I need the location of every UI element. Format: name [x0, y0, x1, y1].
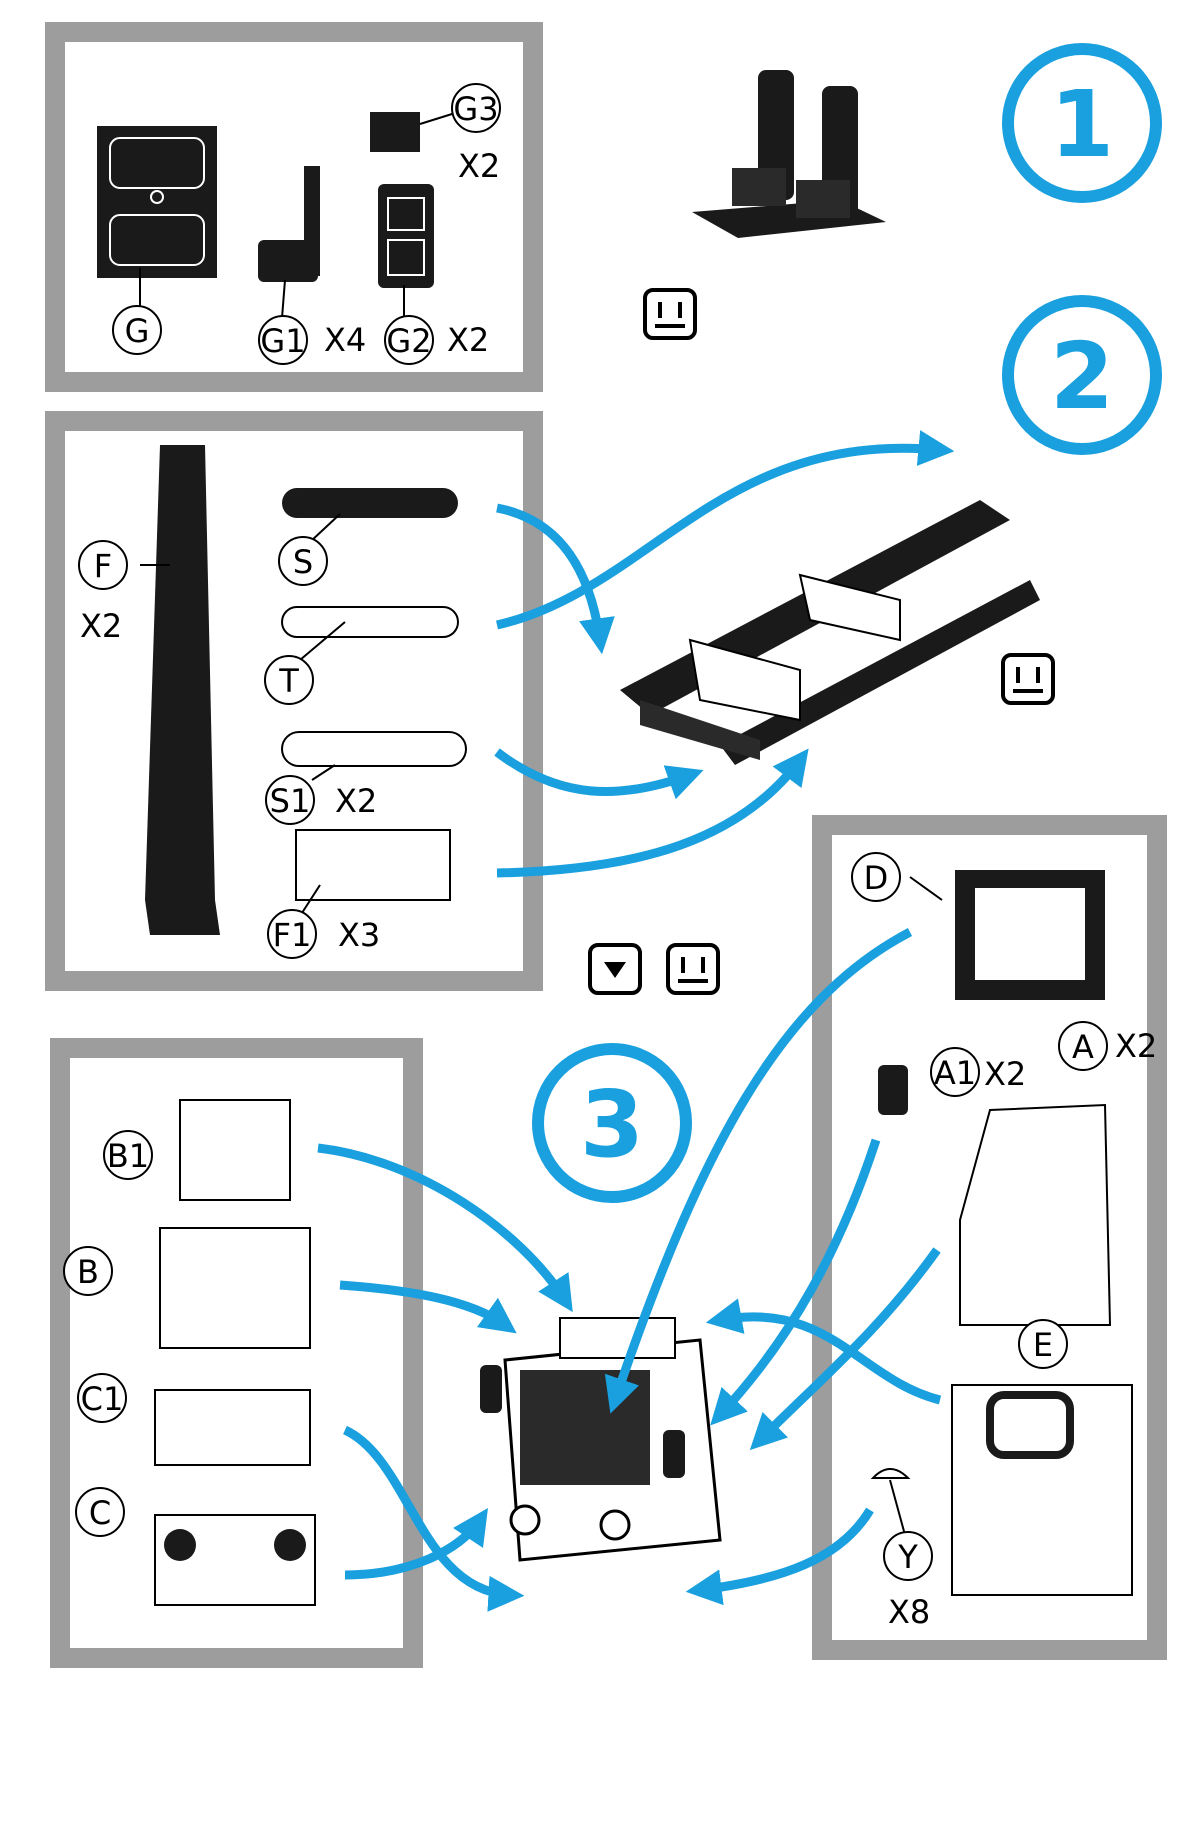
part-c — [155, 1515, 315, 1605]
label-t: T — [278, 662, 299, 700]
label-g2: G2 — [386, 322, 431, 360]
assembled-seats — [692, 70, 886, 238]
part-g3 — [370, 112, 420, 152]
label-d: D — [864, 859, 889, 897]
qty-f: X2 — [80, 607, 122, 645]
qty-a: X2 — [1115, 1027, 1157, 1065]
press-fit-icon — [645, 290, 695, 338]
label-b1: B1 — [107, 1137, 149, 1175]
qty-s1: X2 — [335, 782, 377, 820]
label-s1: S1 — [270, 782, 311, 820]
arrow-b1 — [318, 1148, 565, 1300]
part-s1 — [282, 732, 466, 766]
label-g1: G1 — [260, 322, 305, 360]
label-g: G — [125, 312, 150, 350]
glue-icon — [590, 945, 640, 993]
label-a1: A1 — [934, 1054, 976, 1092]
part-d — [955, 870, 1105, 1000]
arrow-y — [700, 1510, 870, 1590]
label-f: F — [94, 547, 112, 585]
qty-y: X8 — [888, 1593, 930, 1631]
press-fit-icon — [1003, 655, 1053, 703]
part-a — [960, 1105, 1110, 1325]
part-b1 — [180, 1100, 290, 1200]
label-s: S — [293, 543, 313, 581]
part-y — [873, 1469, 908, 1478]
part-g1-seat — [258, 166, 320, 282]
label-c1: C1 — [81, 1380, 124, 1418]
label-c: C — [89, 1494, 111, 1532]
step-3-number: 3 — [580, 1071, 644, 1178]
qty-g2: X2 — [447, 321, 489, 359]
step-2-number: 2 — [1050, 323, 1114, 430]
qty-f1: X3 — [338, 916, 380, 954]
press-fit-icon — [668, 945, 718, 993]
part-g2-seatback — [378, 184, 434, 288]
label-a: A — [1072, 1028, 1094, 1066]
step-1-number: 1 — [1050, 71, 1114, 178]
part-f-rail — [145, 445, 220, 935]
label-g3: G3 — [453, 90, 498, 128]
part-b — [160, 1228, 310, 1348]
part-g-floor — [97, 126, 217, 278]
label-f1: F1 — [273, 916, 312, 954]
part-s — [282, 488, 458, 518]
qty-g1: X4 — [324, 321, 366, 359]
assembled-chassis — [620, 500, 1040, 765]
part-c1 — [155, 1390, 310, 1465]
part-t — [282, 607, 458, 637]
label-b: B — [77, 1253, 99, 1291]
assembled-cab — [480, 1318, 720, 1560]
part-f1 — [296, 830, 450, 900]
part-e — [952, 1385, 1132, 1595]
qty-a1: X2 — [984, 1055, 1026, 1093]
label-e: E — [1033, 1326, 1053, 1364]
part-a1 — [878, 1065, 908, 1115]
arrow-a1 — [720, 1140, 876, 1415]
qty-g3: X2 — [458, 147, 500, 185]
label-y: Y — [897, 1538, 918, 1576]
